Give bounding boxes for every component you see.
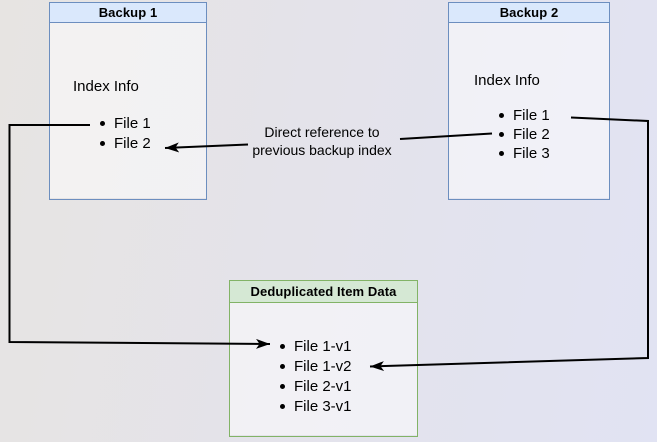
list-item: File 2 [100, 133, 151, 153]
dedup-node: Deduplicated Item Data File 1-v1 File 1-… [229, 280, 418, 437]
dedup-title: Deduplicated Item Data [250, 284, 397, 299]
file-label: File 1-v2 [294, 357, 352, 375]
file-label: File 3-v1 [294, 397, 352, 415]
backup1-title: Backup 1 [98, 5, 158, 20]
backup2-header: Backup 2 [449, 3, 609, 23]
backup1-file-list: File 1 File 2 [100, 113, 151, 153]
file-label: File 2 [513, 126, 550, 143]
file-label: File 1 [513, 107, 550, 124]
dedup-body: File 1-v1 File 1-v2 File 2-v1 File 3-v1 [230, 303, 417, 435]
bullet-icon [499, 132, 504, 137]
dedup-file-list: File 1-v1 File 1-v2 File 2-v1 File 3-v1 [280, 336, 352, 416]
list-item: File 3 [499, 144, 550, 163]
bullet-icon [280, 343, 285, 349]
backup1-index-info-label: Index Info [73, 78, 139, 95]
bullet-icon [100, 140, 105, 146]
list-item: File 2 [499, 125, 550, 144]
backup1-body: Index Info File 1 File 2 [50, 23, 206, 198]
dedup-header: Deduplicated Item Data [230, 281, 417, 303]
bullet-icon [280, 383, 285, 389]
backup1-node: Backup 1 Index Info File 1 File 2 [49, 2, 207, 200]
bullet-icon [499, 151, 504, 156]
backup2-body: Index Info File 1 File 2 File 3 [449, 23, 609, 198]
list-item: File 1 [100, 113, 151, 133]
bullet-icon [499, 113, 504, 118]
list-item: File 3-v1 [280, 396, 352, 416]
file-label: File 2 [114, 134, 151, 152]
backup2-node: Backup 2 Index Info File 1 File 2 File 3 [448, 2, 610, 200]
backup2-file-list: File 1 File 2 File 3 [499, 106, 550, 163]
direct-reference-label: Direct reference to previous backup inde… [222, 124, 422, 159]
direct-reference-label-line2: previous backup index [252, 141, 392, 158]
list-item: File 1 [499, 106, 550, 125]
file-label: File 2-v1 [294, 377, 352, 395]
list-item: File 1-v2 [280, 356, 352, 376]
file-label: File 1 [114, 114, 151, 132]
bullet-icon [100, 120, 105, 126]
direct-reference-label-line1: Direct reference to [264, 124, 380, 140]
bullet-icon [280, 403, 285, 409]
backup2-index-info-label: Index Info [474, 72, 540, 89]
bullet-icon [280, 363, 285, 369]
file-label: File 3 [513, 145, 550, 162]
list-item: File 2-v1 [280, 376, 352, 396]
list-item: File 1-v1 [280, 336, 352, 356]
backup2-title: Backup 2 [499, 5, 559, 20]
file-label: File 1-v1 [294, 337, 352, 355]
backup1-header: Backup 1 [50, 3, 206, 23]
